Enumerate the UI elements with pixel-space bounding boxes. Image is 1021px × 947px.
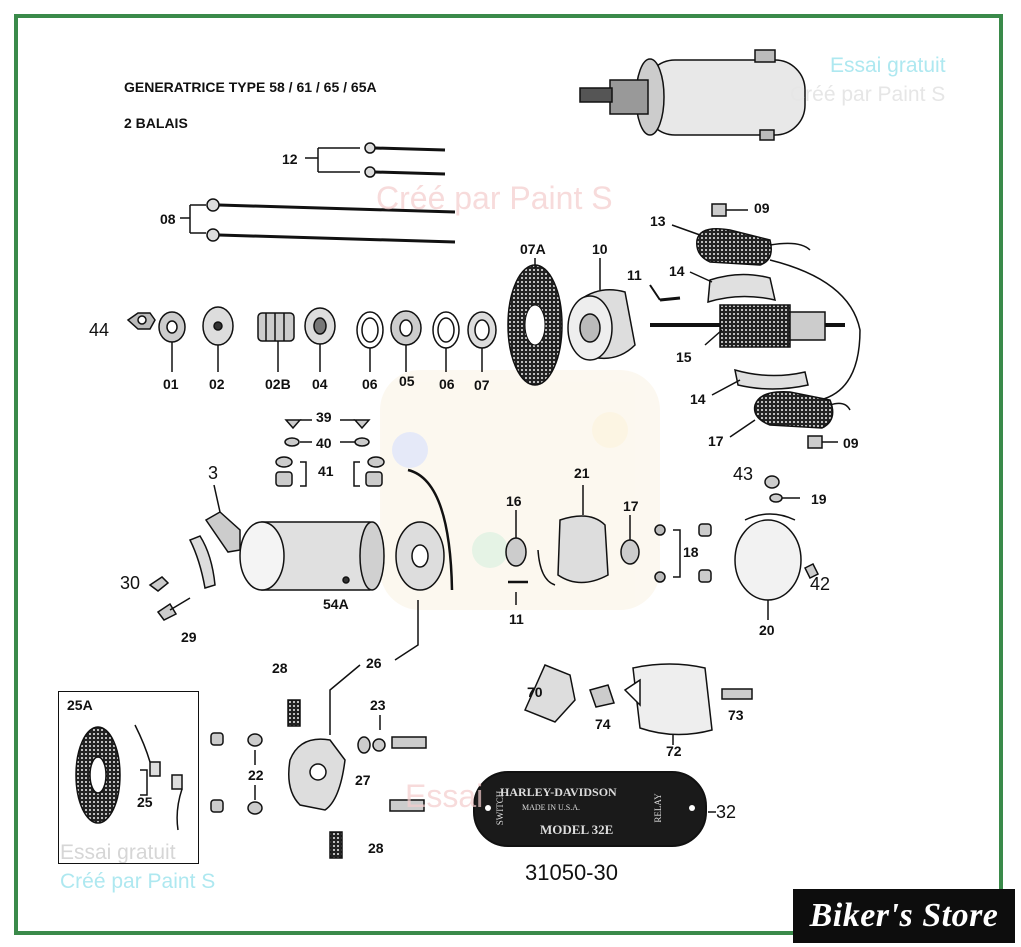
brush-plate-26 bbox=[329, 468, 454, 735]
bracket-3 bbox=[148, 484, 241, 621]
callout-22: 22 bbox=[248, 767, 264, 783]
callout-32: 32 bbox=[716, 802, 737, 822]
callout-15: 15 bbox=[676, 349, 692, 365]
watermark-trial-center: Essai bbox=[405, 778, 484, 814]
washer-01 bbox=[158, 311, 186, 372]
plate-switch-label: SWITCH bbox=[495, 790, 505, 826]
commutator-end-parts bbox=[505, 485, 712, 605]
small-hardware-39-41 bbox=[275, 419, 385, 487]
callout-09-top: 09 bbox=[754, 200, 770, 216]
callout-30: 30 bbox=[120, 573, 141, 593]
ring-06b bbox=[432, 311, 460, 372]
callout-72: 72 bbox=[666, 743, 682, 759]
screws-09 bbox=[711, 203, 838, 449]
callout-44: 44 bbox=[89, 320, 110, 340]
callout-28-top: 28 bbox=[272, 660, 288, 676]
callout-05: 05 bbox=[399, 373, 415, 389]
callout-70: 70 bbox=[527, 684, 543, 700]
watermark-paint-top: Créé par Paint S bbox=[790, 83, 946, 106]
plate-origin: MADE IN U.S.A. bbox=[522, 803, 580, 812]
watermark-trial-top: Essai gratuit bbox=[830, 54, 946, 77]
callout-21: 21 bbox=[574, 465, 590, 481]
callout-27: 27 bbox=[355, 772, 371, 788]
felt-washer-07A bbox=[507, 258, 563, 386]
callout-11-bottom: 11 bbox=[509, 611, 524, 627]
callout-11-top: 11 bbox=[627, 267, 642, 283]
callout-02B: 02B bbox=[265, 376, 291, 392]
relay-parts bbox=[523, 663, 753, 745]
callout-07A: 07A bbox=[520, 241, 546, 257]
diagram-title: GENERATRICE TYPE 58 / 61 / 65 / 65A bbox=[124, 79, 377, 95]
callout-18: 18 bbox=[683, 544, 699, 560]
springs-and-hardware bbox=[210, 699, 427, 859]
callout-54A: 54A bbox=[323, 596, 349, 612]
pole-shoes-14 bbox=[689, 271, 809, 396]
callout-07: 07 bbox=[474, 377, 490, 393]
long-bolts-08 bbox=[180, 198, 456, 244]
ring-06a bbox=[356, 311, 384, 372]
callout-42: 42 bbox=[810, 574, 831, 594]
inset-box bbox=[58, 691, 199, 864]
generator-assembly bbox=[579, 49, 806, 141]
plate-brand: HARLEY-DAVIDSON bbox=[500, 785, 617, 799]
switch-relay-plate-32 bbox=[473, 771, 716, 847]
callout-3: 3 bbox=[208, 463, 219, 483]
callout-02: 02 bbox=[209, 376, 225, 392]
pulley-02 bbox=[202, 306, 234, 372]
callout-08: 08 bbox=[160, 211, 176, 227]
callout-01: 01 bbox=[163, 376, 179, 392]
callout-40: 40 bbox=[316, 435, 332, 451]
callout-06b: 06 bbox=[439, 376, 455, 392]
field-coil-13 bbox=[671, 224, 861, 401]
watermark-paint-center: Créé par Paint S bbox=[376, 180, 613, 216]
end-cover-10 bbox=[567, 258, 636, 361]
callout-13: 13 bbox=[650, 213, 666, 229]
callout-14-bottom: 14 bbox=[690, 391, 706, 407]
callout-09-bottom: 09 bbox=[843, 435, 859, 451]
callout-17-bushing: 17 bbox=[623, 498, 639, 514]
bearing-05 bbox=[390, 310, 422, 372]
frame-54A bbox=[239, 521, 385, 591]
callout-74: 74 bbox=[595, 716, 611, 732]
callout-25: 25 bbox=[137, 794, 153, 810]
callout-04: 04 bbox=[312, 376, 328, 392]
callout-43: 43 bbox=[733, 464, 754, 484]
callout-73: 73 bbox=[728, 707, 744, 723]
nut-44 bbox=[126, 312, 156, 330]
field-coil-17 bbox=[729, 391, 851, 438]
watermark-trial-bottom: Essai gratuit bbox=[60, 841, 176, 864]
callout-28-bottom: 28 bbox=[368, 840, 384, 856]
callout-17-coil: 17 bbox=[708, 433, 724, 449]
callout-39: 39 bbox=[316, 409, 332, 425]
callout-41: 41 bbox=[318, 463, 334, 479]
diagram-subtitle: 2 BALAIS bbox=[124, 115, 188, 131]
plate-relay-label: RELAY bbox=[653, 793, 663, 823]
bikers-store-logo: Biker's Store bbox=[793, 889, 1015, 943]
callout-16: 16 bbox=[506, 493, 522, 509]
callout-06a: 06 bbox=[362, 376, 378, 392]
collar-04 bbox=[304, 307, 336, 372]
callout-29: 29 bbox=[181, 629, 197, 645]
part-number: 31050-30 bbox=[525, 860, 618, 885]
watermark-paint-bottom: Créé par Paint S bbox=[60, 870, 216, 893]
callout-14-top: 14 bbox=[669, 263, 685, 279]
drive-02B bbox=[257, 312, 295, 372]
callout-26: 26 bbox=[366, 655, 382, 671]
parts-row bbox=[126, 306, 497, 372]
inset-25A-parts bbox=[75, 724, 183, 831]
callout-20: 20 bbox=[759, 622, 775, 638]
armature-15 bbox=[650, 304, 845, 348]
callout-12: 12 bbox=[282, 151, 298, 167]
callout-23: 23 bbox=[370, 697, 386, 713]
callout-19: 19 bbox=[811, 491, 827, 507]
inset-label: 25A bbox=[67, 697, 93, 713]
cover-band-20 bbox=[734, 475, 820, 620]
bolts-12 bbox=[305, 142, 446, 178]
plate-model: MODEL 32E bbox=[540, 822, 614, 837]
key-11 bbox=[649, 284, 681, 302]
retainer-07 bbox=[467, 311, 497, 372]
callout-10: 10 bbox=[592, 241, 608, 257]
